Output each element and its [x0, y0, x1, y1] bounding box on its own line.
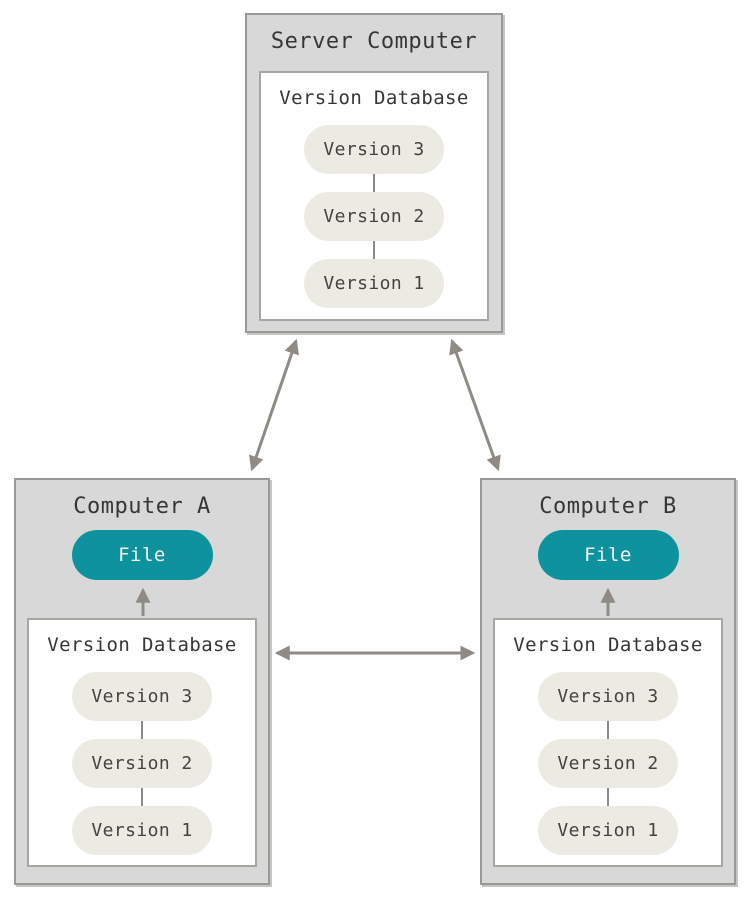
computer-b-box: Computer B File Version Database Version…: [480, 478, 736, 885]
version-link-line: [141, 721, 143, 739]
sync-arrow-server-computer-a: [249, 338, 299, 472]
computer-a-version-database-title: Version Database: [47, 634, 237, 656]
computer-b-version-database-box: Version Database Version 3 Version 2 Ver…: [493, 618, 723, 867]
version-link-line: [607, 721, 609, 739]
version-link-line: [141, 788, 143, 806]
computer-b-version-database-title: Version Database: [513, 634, 703, 656]
computer-b-version-2-pill: Version 2: [538, 739, 678, 788]
computer-a-version-2-pill: Version 2: [72, 739, 212, 788]
server-computer-box: Server Computer Version Database Version…: [245, 13, 503, 333]
computer-b-file-pill: File: [537, 530, 679, 580]
computer-a-version-database-box: Version Database Version 3 Version 2 Ver…: [27, 618, 257, 867]
server-version-1-pill: Version 1: [304, 259, 444, 308]
server-version-database-title: Version Database: [279, 87, 469, 109]
computer-a-box: Computer A File Version Database Version…: [14, 478, 270, 885]
computer-b-version-1-pill: Version 1: [538, 806, 678, 855]
server-version-2-pill: Version 2: [304, 192, 444, 241]
computer-a-title: Computer A: [73, 494, 211, 519]
server-version-3-pill: Version 3: [304, 125, 444, 174]
computer-b-title: Computer B: [539, 494, 677, 519]
computer-a-version-3-pill: Version 3: [72, 672, 212, 721]
sync-arrow-server-computer-b: [449, 338, 501, 472]
version-link-line: [607, 788, 609, 806]
computer-a-version-1-pill: Version 1: [72, 806, 212, 855]
server-version-database-box: Version Database Version 3 Version 2 Ver…: [259, 71, 489, 321]
computer-a-file-pill: File: [71, 530, 213, 580]
version-link-line: [373, 241, 375, 259]
version-link-line: [373, 174, 375, 192]
server-computer-title: Server Computer: [270, 29, 478, 54]
computer-b-version-3-pill: Version 3: [538, 672, 678, 721]
